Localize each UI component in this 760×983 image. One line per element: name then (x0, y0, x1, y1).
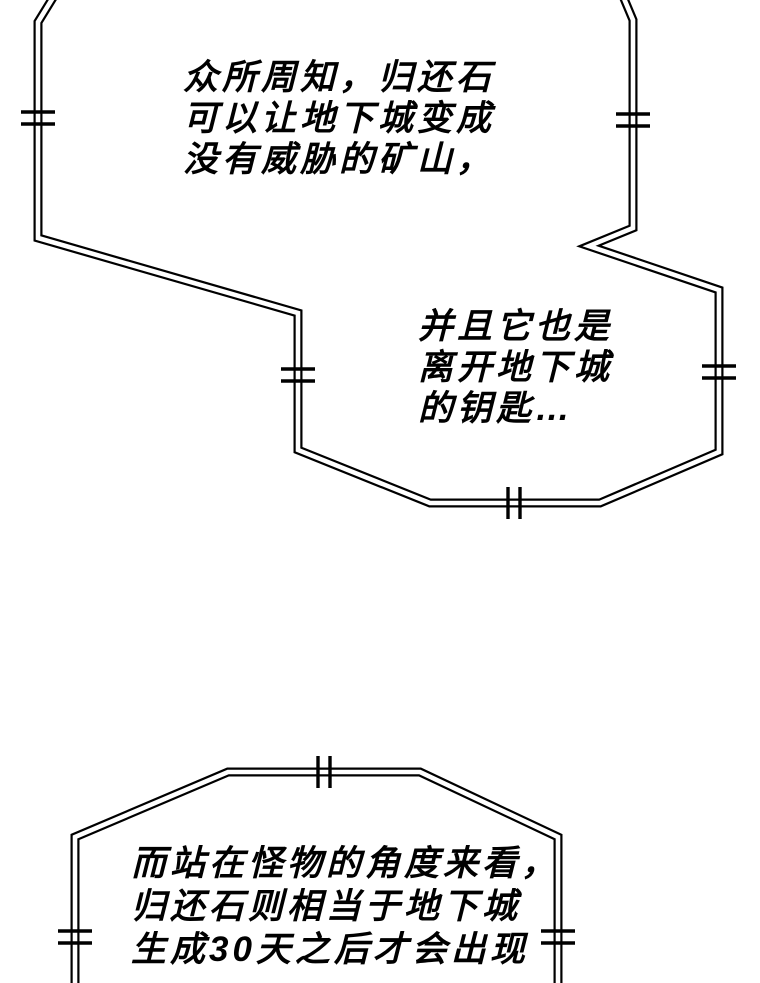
dialogue-line: 归还石则相当于地下城 (131, 887, 522, 926)
dialogue-line: 可以让地下城变成 (183, 99, 496, 138)
dialogue-line: 生成30天之后才会出现 (131, 930, 529, 969)
bubble-seam-ticks-top (21, 110, 736, 519)
dialogue-line: 的钥匙… (418, 389, 575, 428)
dialogue-text-bottom: 而站在怪物的角度来看， 归还石则相当于地下城 生成30天之后才会出现 (131, 842, 560, 971)
dialogue-text-middle: 并且它也是 离开地下城 的钥匙… (418, 306, 613, 429)
bottom-speech-bubble (58, 756, 575, 983)
top-speech-bubble (21, 0, 736, 519)
dialogue-line: 而站在怪物的角度来看， (131, 844, 561, 883)
top-speech-bubble-inner-line (35, 0, 722, 506)
dialogue-text-top: 众所周知，归还石 可以让地下城变成 没有威胁的矿山， (183, 57, 495, 180)
bottom-speech-bubble-inner-line (72, 769, 561, 983)
dialogue-line: 没有威胁的矿山， (183, 140, 496, 179)
dialogue-line: 离开地下城 (418, 348, 614, 387)
dialogue-line: 并且它也是 (418, 307, 614, 346)
dialogue-line: 众所周知，归还石 (183, 58, 496, 97)
bubble-seam-ticks-bottom (58, 756, 575, 945)
